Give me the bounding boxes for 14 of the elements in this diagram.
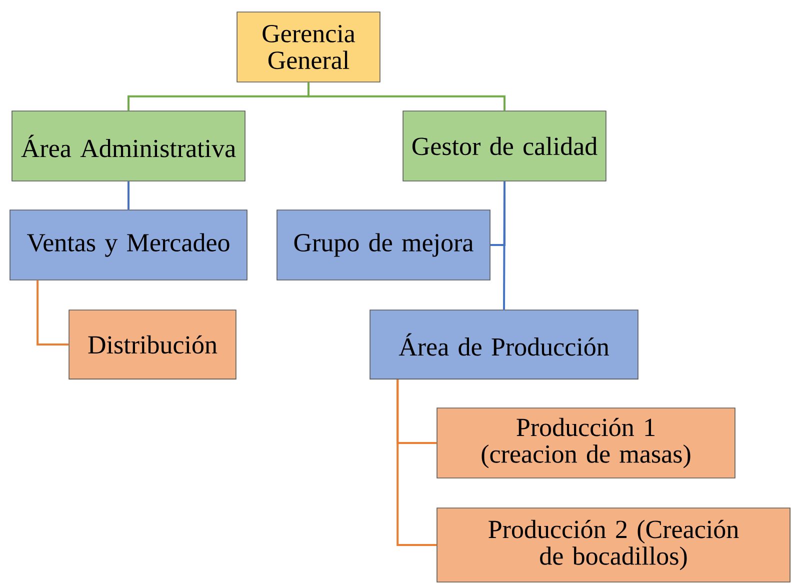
connector-line <box>128 181 130 210</box>
org-box: Área de Producción <box>370 310 638 380</box>
connector-line <box>36 280 69 346</box>
org-box: Gestor de calidad <box>402 110 606 182</box>
org-box: Distribución <box>68 310 236 380</box>
org-box: Grupo de mejora <box>276 210 490 280</box>
connector-line <box>308 82 506 111</box>
connector-line <box>503 181 506 310</box>
org-box: Gerencia General <box>236 12 380 82</box>
org-box: Ventas y Mercadeo <box>10 210 248 280</box>
org-box: Producción 1 (creacion de masas) <box>436 408 736 478</box>
org-box: Producción 2 (Creación de bocadillos) <box>436 508 790 582</box>
org-box: Área Administrativa <box>12 110 246 182</box>
connector-line <box>396 379 437 546</box>
